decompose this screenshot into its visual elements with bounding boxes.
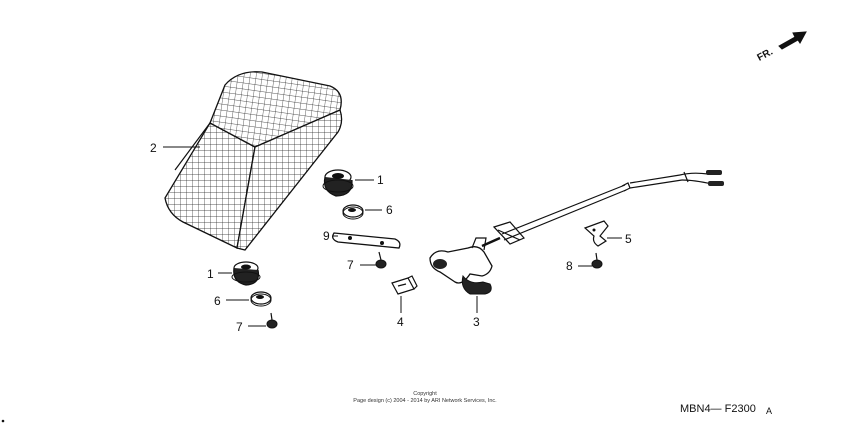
bracket-plate bbox=[332, 232, 401, 249]
screw-upper bbox=[375, 251, 387, 269]
callout-6-upper: 6 bbox=[386, 203, 393, 217]
callout-1-upper: 1 bbox=[377, 173, 384, 187]
diagram-code: MBN4— F2300 bbox=[680, 403, 756, 415]
washer-upper bbox=[342, 204, 364, 220]
bulb-part bbox=[391, 275, 418, 295]
lens-part bbox=[164, 71, 343, 251]
callout-3: 3 bbox=[473, 315, 480, 329]
callout-8: 8 bbox=[566, 259, 573, 273]
corner-dot bbox=[1, 419, 5, 423]
callout-7-lower: 7 bbox=[236, 320, 243, 334]
grommet-lower bbox=[231, 261, 261, 286]
callout-6-lower: 6 bbox=[214, 294, 221, 308]
direction-marker: FR. bbox=[756, 31, 807, 64]
callout-1-lower: 1 bbox=[207, 267, 214, 281]
screw-lower bbox=[266, 312, 278, 329]
copyright-line-1: Copyright bbox=[413, 391, 437, 397]
screw-8 bbox=[591, 252, 603, 269]
callout-9: 9 bbox=[323, 229, 330, 243]
callout-4: 4 bbox=[397, 315, 404, 329]
fr-label: FR. bbox=[756, 46, 776, 63]
grommet-upper bbox=[322, 169, 354, 197]
arrow-icon bbox=[778, 31, 807, 50]
diagram-code-suffix: A bbox=[766, 406, 772, 416]
callout-7-upper: 7 bbox=[347, 258, 354, 272]
socket-harness bbox=[429, 170, 724, 295]
washer-lower bbox=[250, 291, 272, 307]
callout-5: 5 bbox=[625, 232, 632, 246]
small-bracket bbox=[583, 220, 609, 247]
callout-2: 2 bbox=[150, 141, 157, 155]
copyright-line-2: Page design (c) 2004 - 2014 by ARI Netwo… bbox=[353, 398, 497, 404]
